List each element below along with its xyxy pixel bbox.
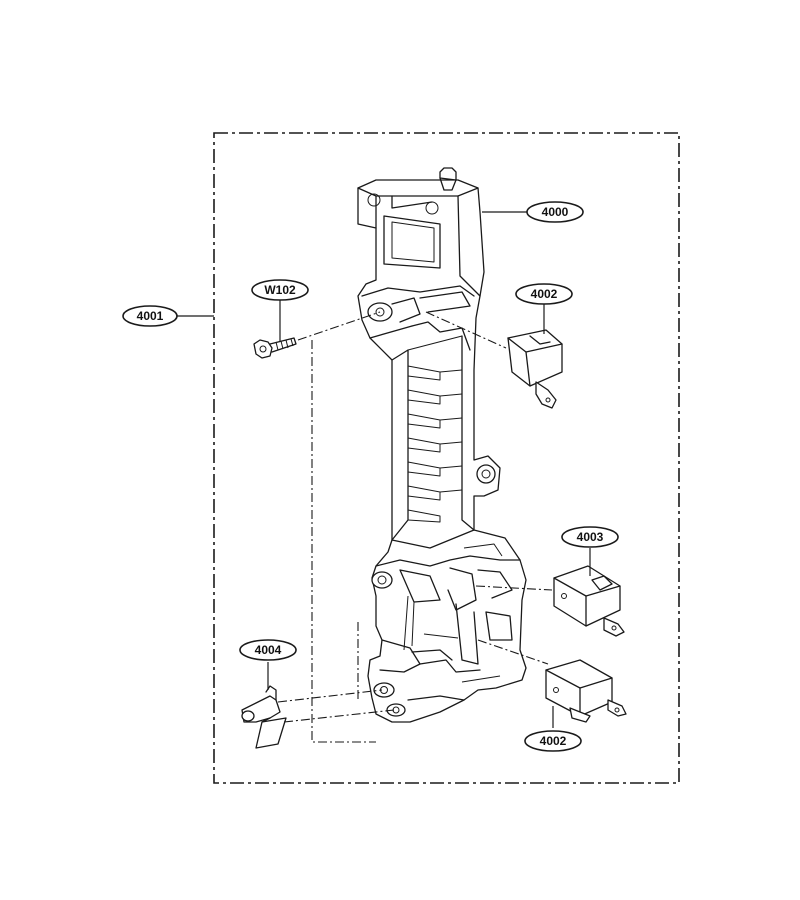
callout-switch-middle: 4003 bbox=[561, 526, 619, 548]
callout-screw: W102 bbox=[251, 279, 309, 301]
latch-bracket bbox=[357, 167, 527, 723]
assembly-axis-lines bbox=[277, 311, 553, 743]
callout-assembly-text: 4001 bbox=[137, 309, 164, 323]
lever-part bbox=[241, 685, 287, 749]
leader-lines bbox=[176, 211, 591, 728]
bracket-ribs bbox=[407, 365, 463, 523]
callout-lever-text: 4004 bbox=[255, 643, 282, 657]
callout-bracket: 4000 bbox=[526, 201, 584, 223]
micro-switch-upper bbox=[507, 329, 563, 409]
callout-assembly: 4001 bbox=[122, 305, 178, 327]
callout-screw-text: W102 bbox=[264, 283, 296, 297]
callout-switch-lower: 4002 bbox=[524, 730, 582, 752]
callout-bracket-text: 4000 bbox=[542, 205, 569, 219]
callout-switch-upper: 4002 bbox=[515, 283, 573, 305]
callout-switch-middle-text: 4003 bbox=[577, 530, 604, 544]
micro-switch-lower bbox=[545, 659, 627, 723]
assembly-boundary-frame bbox=[213, 132, 680, 784]
screw-part bbox=[253, 337, 297, 359]
callout-switch-upper-text: 4002 bbox=[531, 287, 558, 301]
callout-lever: 4004 bbox=[239, 639, 297, 661]
callout-switch-lower-text: 4002 bbox=[540, 734, 567, 748]
micro-switch-middle bbox=[553, 565, 625, 637]
